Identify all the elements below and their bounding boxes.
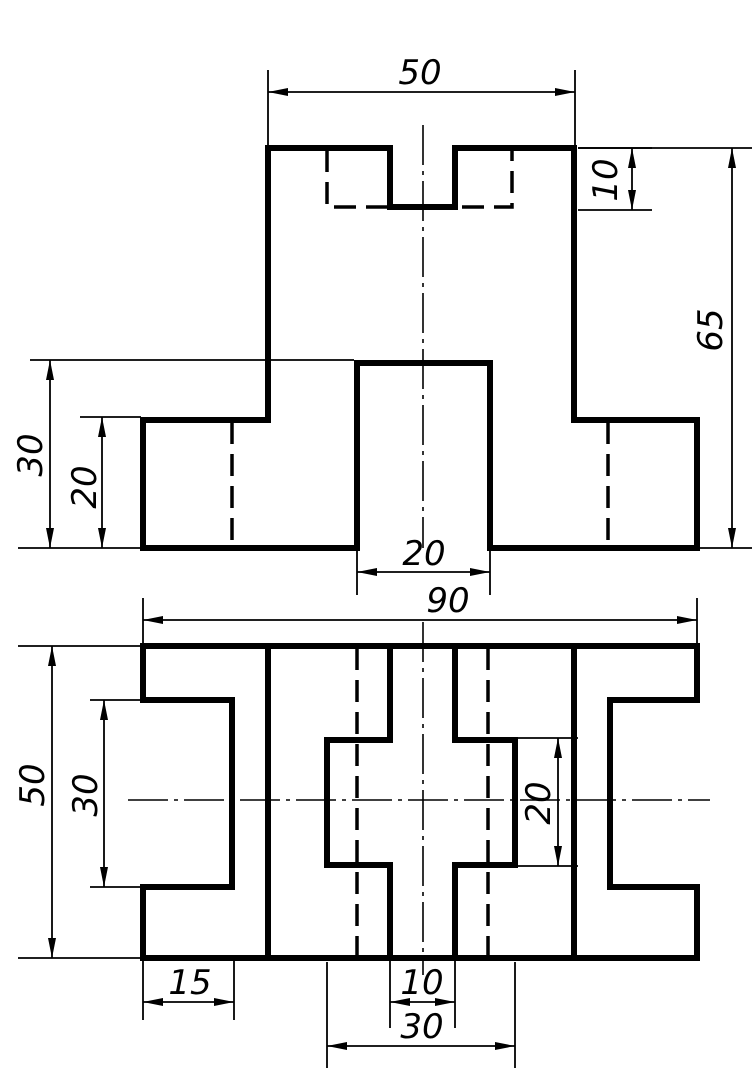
dim-cross-width: 30	[326, 962, 516, 1068]
dim-total-height: 65	[578, 147, 752, 549]
dim-cross-height: 20	[517, 737, 578, 867]
dim-cross-width-label: 30	[400, 1007, 443, 1047]
dim-center-slot: 20	[356, 534, 491, 595]
dim-overall-width-label: 90	[426, 581, 469, 621]
dim-cross-height-label: 20	[519, 781, 559, 824]
dim-top-width-label: 50	[398, 53, 441, 93]
dim-overall-width: 90	[142, 581, 698, 644]
dim-center-slot-label: 20	[402, 534, 445, 574]
dim-notch-height-label: 30	[66, 773, 106, 816]
front-view: 50 10 65 30 20	[11, 53, 752, 595]
dim-slot-depth: 10	[578, 147, 652, 211]
dim-base-height: 20	[65, 416, 141, 548]
dim-rib-width: 10	[389, 960, 456, 1028]
top-view: 90 50 30 20 15	[13, 581, 710, 1068]
dim-flange-width-label: 15	[168, 963, 211, 1003]
dim-step-height: 30	[11, 359, 354, 549]
dim-slot-depth-label: 10	[586, 158, 626, 201]
dim-depth-label: 50	[13, 763, 53, 806]
dim-flange-width: 15	[142, 960, 235, 1020]
dim-top-width: 50	[267, 53, 576, 145]
dim-depth: 50	[13, 645, 141, 959]
dim-total-height-label: 65	[691, 308, 731, 351]
top-view-outline	[140, 643, 700, 961]
top-view-hidden-lines	[355, 648, 490, 956]
front-view-hidden-lines	[230, 150, 610, 546]
dim-base-height-label: 20	[65, 465, 105, 508]
dim-step-height-label: 30	[11, 433, 51, 476]
front-view-outline	[140, 145, 700, 551]
dim-rib-width-label: 10	[400, 963, 443, 1003]
dim-notch-height: 30	[66, 699, 141, 888]
